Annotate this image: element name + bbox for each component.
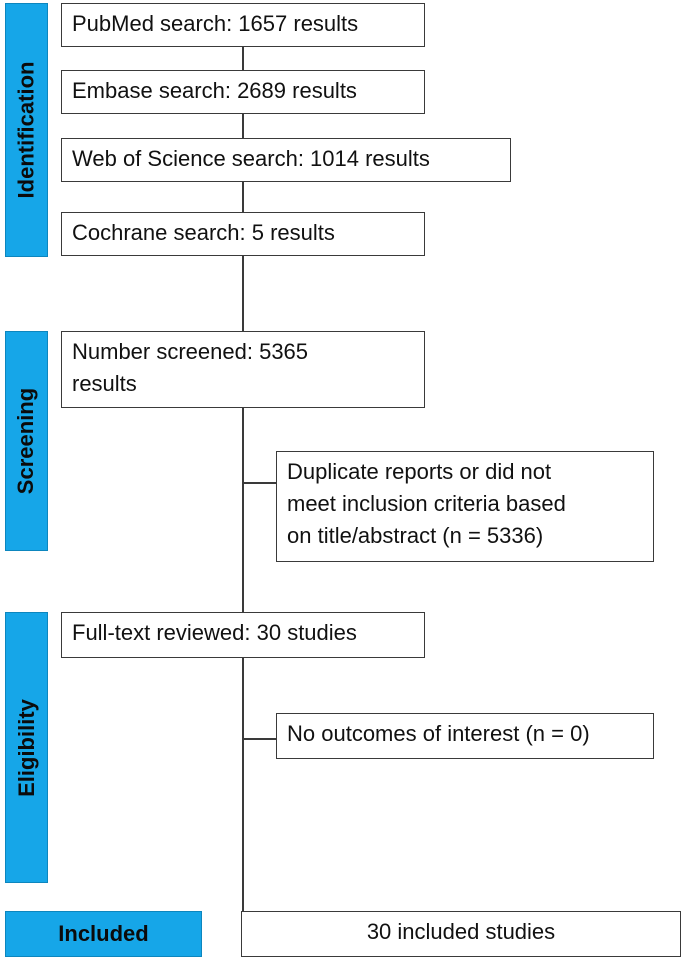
excluded-text-line1: Duplicate reports or did not	[287, 459, 552, 484]
screened-box: Number screened: 5365 results	[61, 331, 425, 408]
phase-identification: Identification	[5, 3, 48, 257]
excluded-text-line2: meet inclusion criteria based	[287, 491, 566, 516]
connector-exclusion-2	[242, 738, 276, 740]
pubmed-search-box: PubMed search: 1657 results	[61, 3, 425, 47]
no-outcomes-box: No outcomes of interest (n = 0)	[276, 713, 654, 759]
phase-included-label: Included	[58, 921, 149, 946]
connector-main-top	[242, 46, 244, 333]
embase-search-text: Embase search: 2689 results	[72, 78, 357, 103]
cochrane-search-box: Cochrane search: 5 results	[61, 212, 425, 256]
connector-exclusion-1	[242, 482, 276, 484]
excluded-screening-box: Duplicate reports or did not meet inclus…	[276, 451, 654, 562]
excluded-text-line3: on title/abstract (n = 5336)	[287, 523, 544, 548]
fulltext-reviewed-text: Full-text reviewed: 30 studies	[72, 620, 357, 645]
phase-eligibility: Eligibility	[5, 612, 48, 883]
wos-search-text: Web of Science search: 1014 results	[72, 146, 430, 171]
phase-eligibility-label: Eligibility	[13, 698, 39, 797]
pubmed-search-text: PubMed search: 1657 results	[72, 11, 359, 36]
embase-search-box: Embase search: 2689 results	[61, 70, 425, 114]
phase-included: Included	[5, 911, 202, 957]
wos-search-box: Web of Science search: 1014 results	[61, 138, 511, 182]
connector-fulltext-included	[242, 657, 244, 912]
phase-screening-label: Screening	[13, 387, 39, 495]
screened-text-line1: Number screened: 5365	[72, 339, 309, 364]
no-outcomes-text: No outcomes of interest (n = 0)	[287, 721, 590, 746]
connector-main-bottom	[242, 407, 244, 629]
fulltext-reviewed-box: Full-text reviewed: 30 studies	[61, 612, 425, 658]
cochrane-search-text: Cochrane search: 5 results	[72, 220, 335, 245]
included-studies-box: 30 included studies	[241, 911, 681, 957]
phase-identification-label: Identification	[13, 61, 39, 199]
screened-text-line2: results	[72, 371, 137, 396]
included-studies-text: 30 included studies	[366, 919, 556, 944]
phase-screening: Screening	[5, 331, 48, 551]
